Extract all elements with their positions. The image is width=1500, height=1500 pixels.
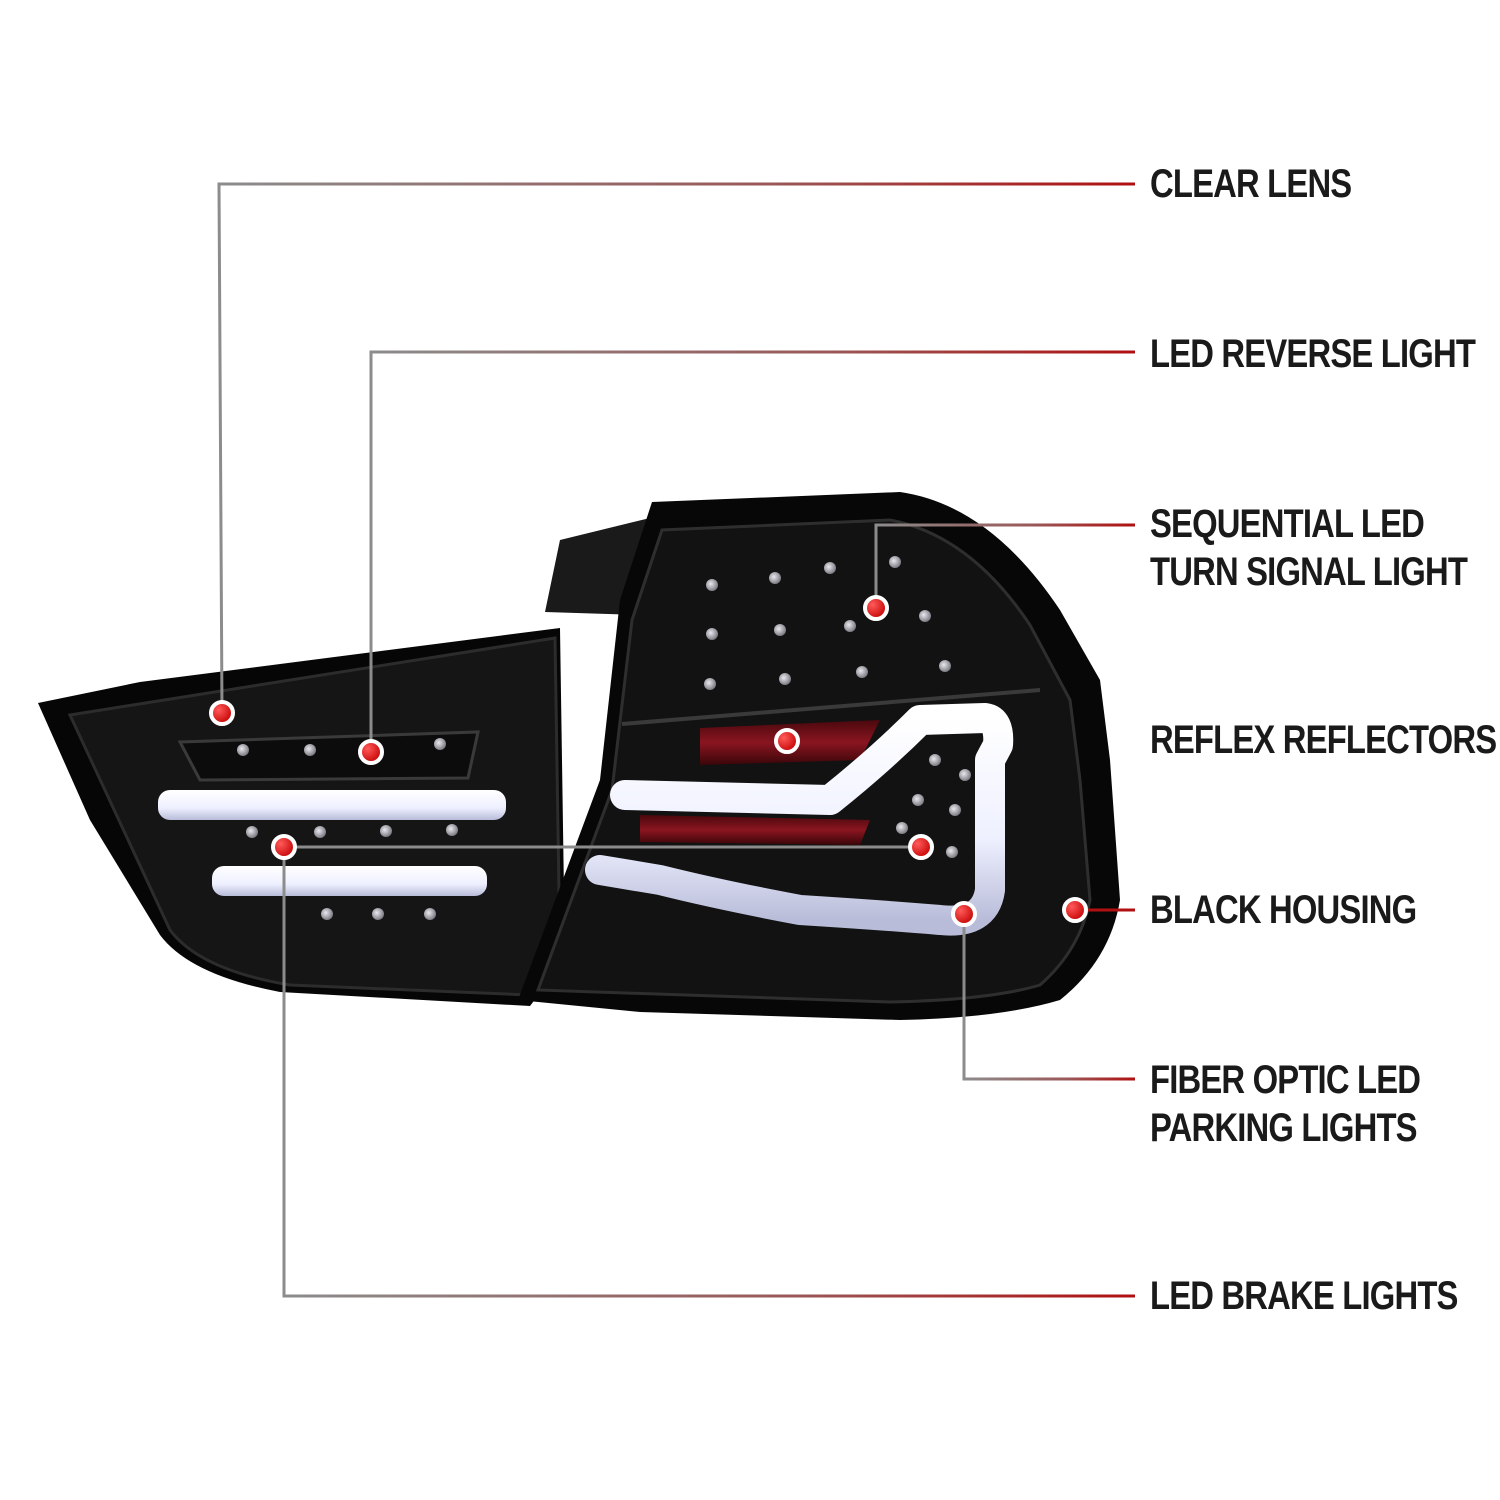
label-text: LED REVERSE LIGHT (1150, 332, 1476, 376)
led-diode (856, 666, 868, 678)
led-diode (959, 769, 971, 781)
label-text: CLEAR LENS (1150, 162, 1352, 206)
marker-brake-right (908, 834, 934, 860)
led-diode (769, 572, 781, 584)
label-clear-lens: CLEAR LENS (1150, 160, 1352, 208)
led-diode (706, 628, 718, 640)
led-diode (246, 826, 258, 838)
label-text-line1: SEQUENTIAL LED (1150, 502, 1425, 546)
reverse-light-module (177, 730, 480, 782)
led-diode (919, 610, 931, 622)
label-black-housing: BLACK HOUSING (1150, 886, 1417, 934)
led-diode (434, 738, 446, 750)
callout-leader-lines (217, 182, 1135, 1298)
led-diode (321, 908, 333, 920)
led-diode (704, 678, 716, 690)
led-diode (946, 846, 958, 858)
leader-led-brake-lights (282, 847, 1135, 1298)
led-diode (912, 794, 924, 806)
outer-tail-lamp (518, 492, 1120, 1020)
label-text-line2: PARKING LIGHTS (1150, 1106, 1418, 1150)
label-text: REFLEX REFLECTORS (1150, 718, 1497, 762)
led-diode (929, 754, 941, 766)
led-diode (237, 744, 249, 756)
inner-upper-light-bar (158, 790, 506, 820)
led-diode (424, 908, 436, 920)
label-led-brake-lights: LED BRAKE LIGHTS (1150, 1272, 1458, 1320)
led-diode (774, 624, 786, 636)
marker-sequential-led (863, 595, 889, 621)
marker-brake-left (271, 834, 297, 860)
marker-led-reverse-light (358, 739, 384, 765)
led-diode (380, 825, 392, 837)
upper-led-panel-divider (621, 688, 1041, 726)
led-diode (896, 822, 908, 834)
led-diode (372, 908, 384, 920)
led-diode (889, 556, 901, 568)
inner-led-diodes (237, 738, 458, 920)
leader-clear-lens (217, 182, 1135, 713)
marker-reflex-reflectors (774, 728, 800, 754)
label-sequential-led-turn-signal: SEQUENTIAL LED TURN SIGNAL LIGHT (1150, 500, 1468, 596)
leader-sequential-led (874, 523, 1135, 608)
callout-markers (209, 595, 1088, 927)
reflex-reflector-lower (640, 815, 870, 845)
label-fiber-optic-parking-lights: FIBER OPTIC LED PARKING LIGHTS (1150, 1056, 1421, 1152)
label-text-line2: TURN SIGNAL LIGHT (1150, 550, 1468, 594)
led-diode (304, 744, 316, 756)
fiber-optic-light-tube (585, 703, 1014, 936)
label-text: BLACK HOUSING (1150, 888, 1417, 932)
inner-tail-lamp (38, 628, 565, 1006)
label-led-reverse-light: LED REVERSE LIGHT (1150, 330, 1476, 378)
marker-fiber-optic (951, 901, 977, 927)
marker-black-housing (1062, 897, 1088, 923)
inner-lower-light-bar (212, 866, 487, 896)
leader-led-reverse-light (369, 350, 1135, 752)
label-text: LED BRAKE LIGHTS (1150, 1274, 1458, 1318)
label-reflex-reflectors: REFLEX REFLECTORS (1150, 716, 1497, 764)
led-diode (706, 579, 718, 591)
led-diode (314, 826, 326, 838)
led-diode (844, 620, 856, 632)
outer-led-diodes (704, 556, 971, 858)
led-diode (939, 660, 951, 672)
led-diode (824, 562, 836, 574)
led-diode (779, 673, 791, 685)
led-diode (949, 804, 961, 816)
marker-clear-lens (209, 700, 235, 726)
led-diode (446, 824, 458, 836)
label-text-line1: FIBER OPTIC LED (1150, 1058, 1421, 1102)
leader-fiber-optic (962, 914, 1135, 1081)
